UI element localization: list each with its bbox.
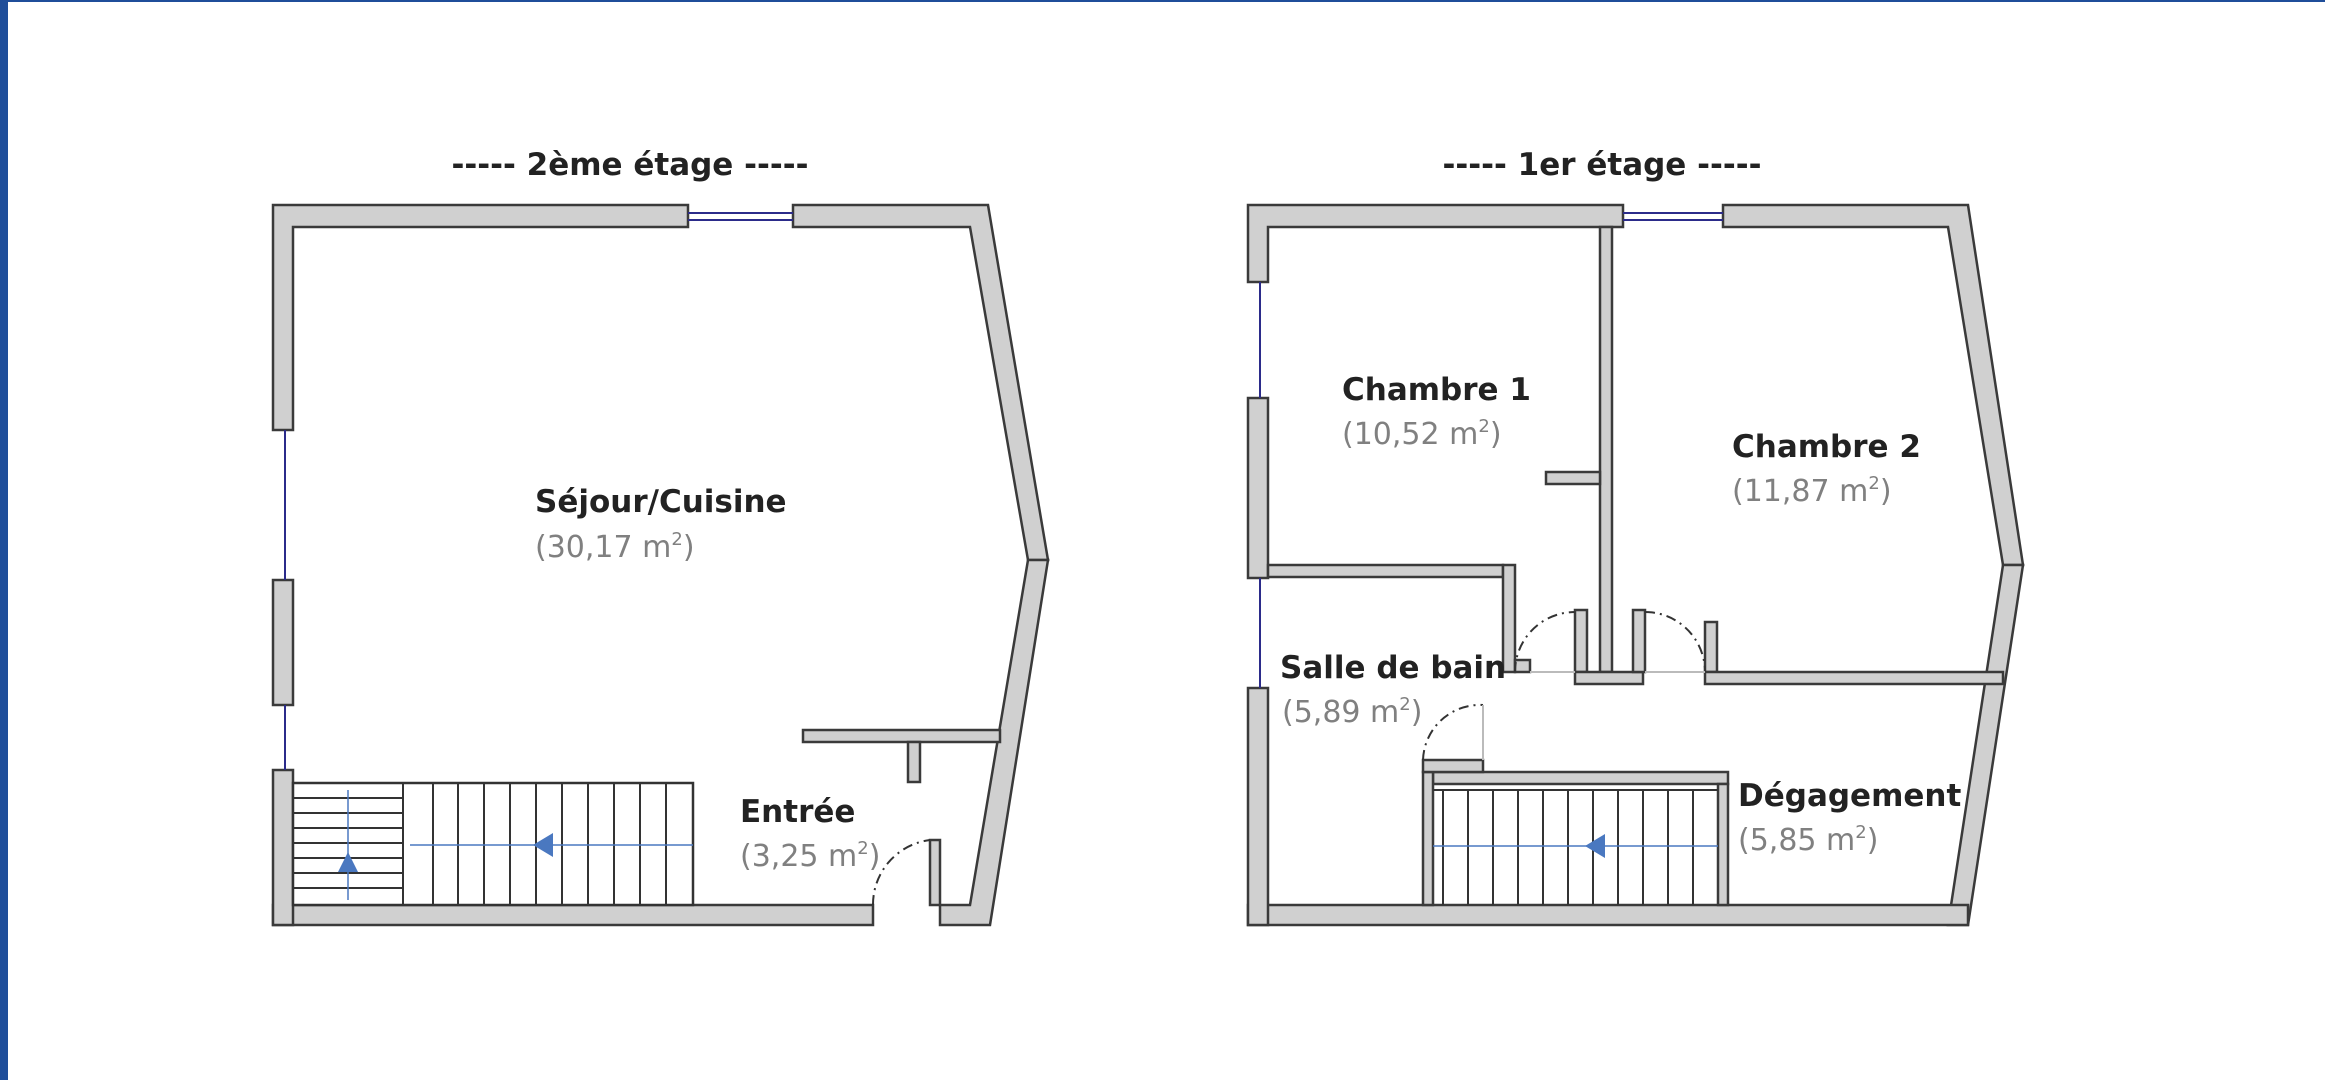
room-area: (5,89 m2) <box>1282 694 1422 730</box>
wall-divider-base <box>1573 670 1645 686</box>
room-name: Chambre 2 <box>1732 429 1921 465</box>
wall-left-bottom-main <box>271 903 875 927</box>
room-area: (10,52 m2) <box>1342 416 1502 452</box>
stair-arrow-left-icon <box>533 833 553 857</box>
room-area: (30,17 m2) <box>535 529 695 565</box>
wall-left-top-right <box>791 203 1050 562</box>
room-name: Séjour/Cuisine <box>535 484 787 520</box>
wall-sdb-jamb <box>1513 658 1532 674</box>
wall-chambre1-stub <box>1544 470 1602 486</box>
floor-2-plan: ----- 2ème étage ----- <box>271 147 1050 927</box>
room-name: Chambre 1 <box>1342 372 1531 408</box>
wall-chambre-divider <box>1598 225 1614 674</box>
floor-1-plan: ----- 1er étage ----- <box>1246 147 2025 927</box>
door-chambre2-arc <box>1644 611 1706 673</box>
wall-right-top-right <box>1721 203 2025 567</box>
wall-left-top <box>271 203 690 432</box>
wall-left-diagonal-lower <box>938 558 1050 927</box>
wall-entree-partition <box>801 728 1002 744</box>
wall-left-side-mid <box>271 578 295 707</box>
room-name: Dégagement <box>1738 778 1961 814</box>
door-sdb-arc <box>1422 703 1484 761</box>
floor-1-title: ----- 1er étage ----- <box>1443 147 1762 183</box>
staircase-floor-1 <box>1433 789 1718 905</box>
wall-right-bottom <box>1246 903 1970 927</box>
stair-arrow-left-icon <box>1585 834 1605 858</box>
wall-chambre2-door-jamb <box>1631 608 1647 674</box>
room-name: Salle de bain <box>1280 650 1506 686</box>
wall-chambre2-jamb <box>1703 620 1719 674</box>
wall-chambre1-bottom <box>1266 563 1505 579</box>
room-name: Entrée <box>740 794 855 830</box>
wall-stair-left <box>1421 770 1435 907</box>
stair-arrow-up-icon <box>338 852 358 872</box>
wall-chambre1-door-jamb <box>1573 608 1589 674</box>
entrance-door-arc <box>871 839 931 906</box>
wall-right-left-side-2 <box>1246 686 1270 927</box>
wall-left-lower-side <box>271 768 295 927</box>
room-area: (5,85 m2) <box>1738 822 1878 858</box>
wall-right-left-side-1 <box>1246 396 1270 580</box>
room-area: (11,87 m2) <box>1732 473 1892 509</box>
wall-entree-jamb <box>928 838 942 907</box>
wall-right-diagonal-lower <box>1946 563 2025 927</box>
wall-stair-top <box>1431 770 1730 786</box>
wall-stair-right <box>1716 782 1730 907</box>
wall-right-top-left <box>1246 203 1625 284</box>
wall-entree-stub <box>906 740 922 784</box>
floor-2-title: ----- 2ème étage ----- <box>452 147 809 183</box>
room-area: (3,25 m2) <box>740 838 880 874</box>
wall-chambre2-bottom <box>1703 670 2005 686</box>
staircase-floor-2 <box>291 781 695 907</box>
wall-sdb-door-stub <box>1421 758 1485 774</box>
door-chambre1-arc <box>1514 611 1576 673</box>
